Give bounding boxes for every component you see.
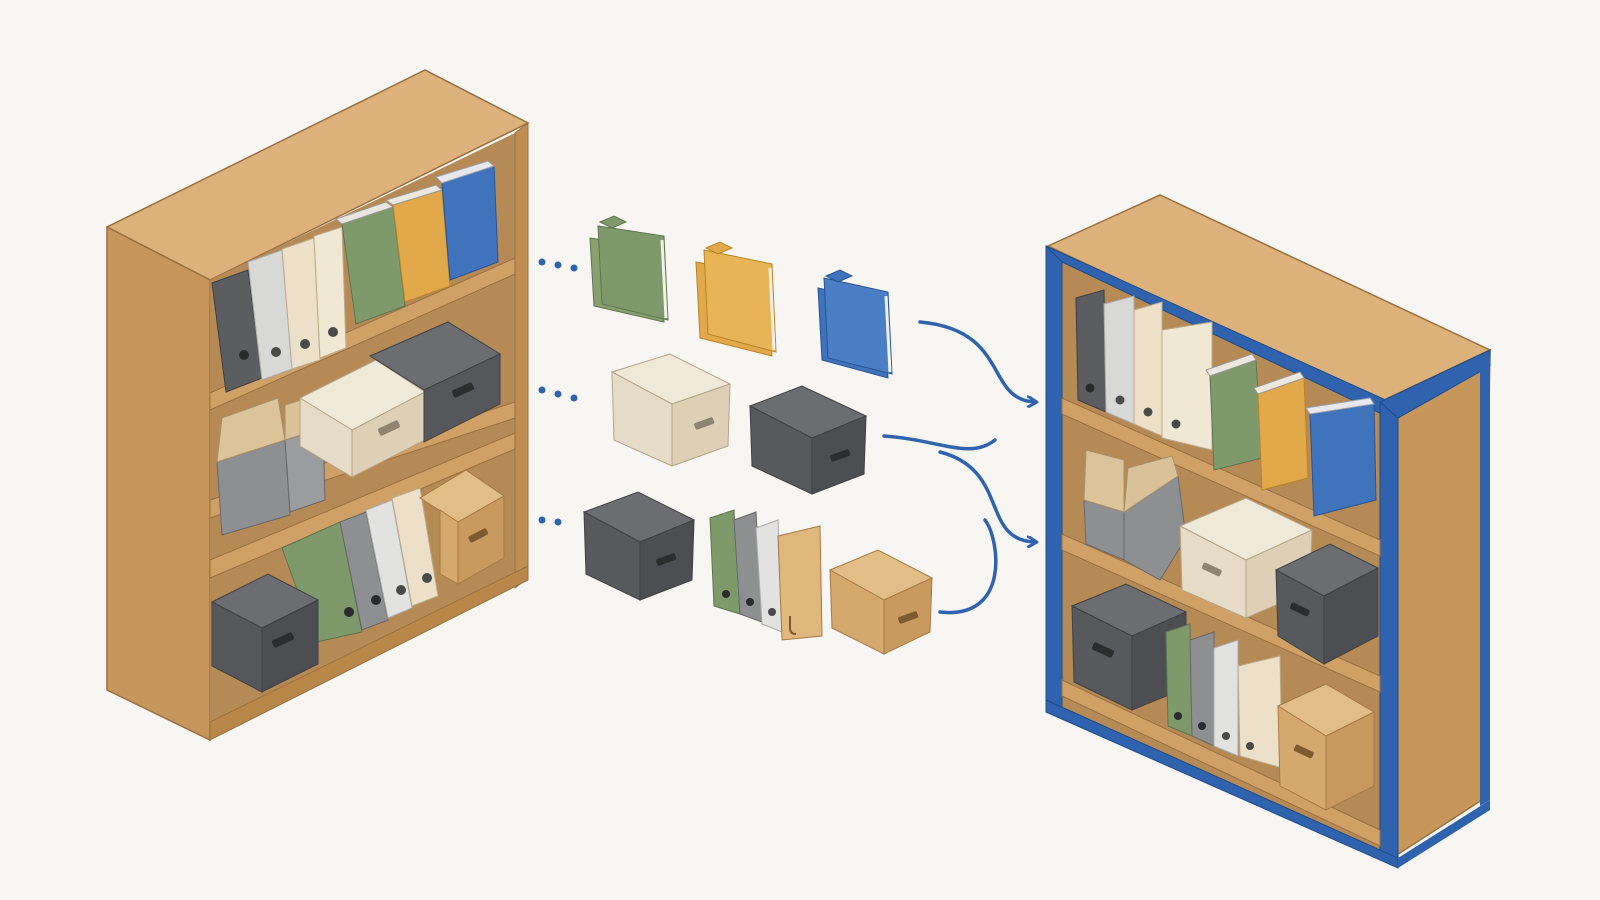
binder-cream-icon xyxy=(313,226,347,359)
target-bottom-shelf-items xyxy=(1070,583,1376,811)
binder-green-icon xyxy=(334,201,406,325)
binder-green-icon xyxy=(1165,623,1193,737)
storage-box-beige-icon xyxy=(298,359,426,478)
binder-kraft-icon xyxy=(777,525,823,641)
storage-box-kraft-icon xyxy=(1276,683,1376,811)
target-middle-shelf-items xyxy=(1083,449,1380,665)
sorted-row-mixed xyxy=(582,491,934,655)
target-top-shelf-items xyxy=(1075,289,1377,517)
binder-light-icon xyxy=(1103,295,1135,425)
binder-light-icon xyxy=(1213,639,1239,757)
binder-dark-icon xyxy=(1075,289,1107,413)
storage-box-grey-icon xyxy=(582,491,696,601)
dotted-connector-icon xyxy=(538,258,578,526)
curved-arrow-icon xyxy=(882,320,1035,615)
binder-cream-icon xyxy=(1237,655,1283,769)
storage-box-grey-icon xyxy=(748,385,868,495)
folder-yellow-icon xyxy=(695,241,777,357)
binder-grey-icon xyxy=(339,511,389,631)
binder-blue-icon xyxy=(1305,397,1377,517)
binder-green-icon xyxy=(1205,353,1263,471)
storage-box-beige-icon xyxy=(610,353,732,467)
source-top-shelf-items xyxy=(211,160,499,393)
magazine-holder-grey-icon xyxy=(1123,455,1187,581)
source-bookshelf xyxy=(105,69,530,742)
storage-box-kraft-icon xyxy=(419,469,505,585)
folder-green-icon xyxy=(589,215,669,323)
folder-blue-icon xyxy=(817,269,893,379)
binder-yellow-icon xyxy=(1253,371,1309,491)
source-floor-items xyxy=(210,573,320,693)
binder-cream-icon xyxy=(1133,301,1163,437)
binder-grey-icon xyxy=(1189,631,1215,747)
binder-cream-icon xyxy=(281,237,321,370)
magazine-holder-grey-icon xyxy=(1083,449,1125,561)
storage-box-grey-icon xyxy=(368,321,502,443)
sorted-row-boxes xyxy=(610,353,868,495)
storage-box-kraft-icon xyxy=(828,549,934,655)
source-bottom-shelf-items xyxy=(281,469,505,643)
storage-box-grey-icon xyxy=(1274,543,1380,665)
source-middle-shelf-items xyxy=(216,321,502,536)
binder-yellow-icon xyxy=(384,184,451,303)
binder-cream-icon xyxy=(1161,321,1213,451)
binder-light-icon xyxy=(365,499,413,619)
magazine-holder-grey-icon xyxy=(216,397,291,536)
binder-blue-icon xyxy=(435,160,499,281)
binder-cream-icon xyxy=(391,487,439,607)
sorted-row-folders xyxy=(589,215,893,379)
storage-box-grey-icon xyxy=(210,573,320,693)
